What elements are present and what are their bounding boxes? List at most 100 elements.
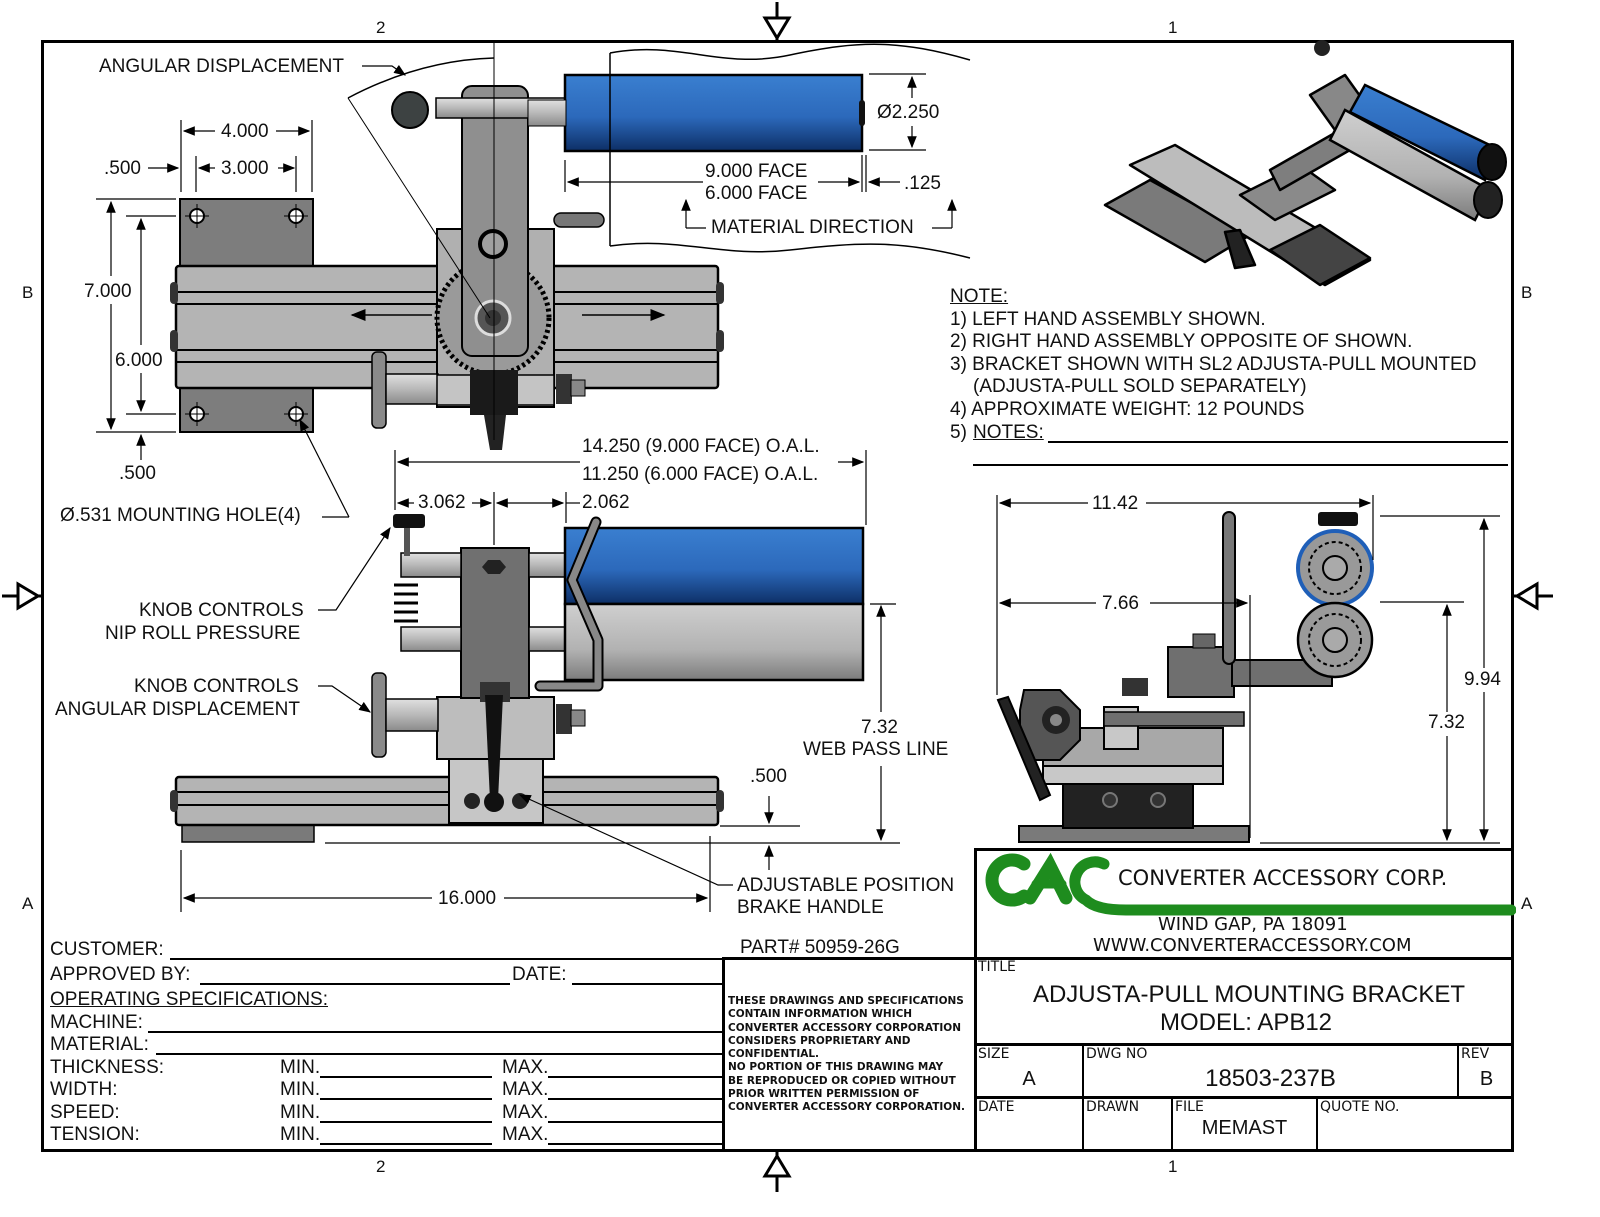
confidential-line: CONTAIN INFORMATION WHICH — [728, 1008, 913, 1021]
note-item-5-prefix: 5) — [950, 422, 967, 443]
company-website[interactable]: WWW.CONVERTERACCESSORY.COM — [1093, 935, 1412, 956]
note-item-5-label: NOTES: — [973, 422, 1044, 443]
nip-pressure-knob — [393, 514, 425, 528]
spec-label-thickness: THICKNESS: — [50, 1057, 165, 1078]
spec-label-tension: TENSION: — [50, 1124, 140, 1145]
spec-max-label: MAX. — [502, 1102, 549, 1123]
confidential-line: CONVERTER ACCESSORY CORPORATION. — [728, 1101, 965, 1114]
drawing-title-line2: MODEL: APB12 — [1159, 1009, 1333, 1036]
rev-value: B — [1479, 1068, 1494, 1090]
dim-oal-9000: 14.250 (9.000 FACE) O.A.L. — [582, 436, 820, 457]
zone-marker-bottom-2: 2 — [376, 1157, 386, 1176]
company-address: WIND GAP, PA 18091 — [1158, 914, 1348, 935]
zone-marker-right-b: B — [1521, 283, 1533, 302]
drawn-label: DRAWN — [1086, 1099, 1140, 1115]
notes-heading: NOTE: — [950, 286, 1009, 307]
confidential-top-rule — [722, 957, 975, 960]
title-label: TITLE — [978, 959, 1016, 975]
part-number: PART# 50959-26G — [740, 937, 900, 958]
spec-min-field[interactable] — [320, 1098, 492, 1100]
spec-max-field[interactable] — [548, 1143, 722, 1145]
operating-specs-heading: OPERATING SPECIFICATIONS: — [50, 989, 328, 1010]
approved-by-field-line[interactable] — [200, 983, 510, 985]
dim-face-6000: 6.000 FACE — [705, 183, 808, 204]
confidential-line: NO PORTION OF THIS DRAWING MAY — [728, 1061, 944, 1074]
drawing-frame — [41, 40, 1514, 1152]
spec-min-label: MIN. — [280, 1124, 321, 1145]
spec-min-field[interactable] — [320, 1121, 492, 1123]
spec-max-label: MAX. — [502, 1079, 549, 1100]
confidential-line: CONVERTER ACCESSORY CORPORATION — [728, 1021, 961, 1034]
front-roll-gray — [563, 602, 865, 682]
zone-marker-top-1: 1 — [1168, 18, 1178, 37]
zone-marker-top-2: 2 — [376, 18, 386, 37]
zone-marker-bottom-1: 1 — [1168, 1157, 1178, 1176]
date-cell-label: DATE — [978, 1099, 1015, 1115]
note-item: 4) APPROXIMATE WEIGHT: 12 POUNDS — [950, 399, 1305, 420]
label-brake-1: ADJUSTABLE POSITION — [737, 875, 955, 896]
side-roll-gray — [1296, 601, 1374, 679]
note-item: 2) RIGHT HAND ASSEMBLY OPPOSITE OF SHOWN… — [950, 331, 1413, 352]
note-item: 1) LEFT HAND ASSEMBLY SHOWN. — [950, 309, 1266, 330]
note-item: (ADJUSTA-PULL SOLD SEPARATELY) — [973, 376, 1307, 397]
dim-16000: 16.000 — [438, 888, 497, 909]
iso-roll-gray — [1328, 108, 1503, 222]
note-item: 3) BRACKET SHOWN WITH SL2 ADJUSTA-PULL M… — [950, 354, 1477, 375]
dim-1142: 11.42 — [1092, 493, 1139, 514]
spec-max-field[interactable] — [548, 1121, 722, 1123]
label-brake-2: BRAKE HANDLE — [737, 897, 884, 918]
label-web-pass-line: WEB PASS LINE — [803, 739, 949, 760]
side-brake-handle — [1222, 511, 1236, 665]
notes-blank-line — [1048, 441, 1508, 443]
dim-2062: 2.062 — [582, 492, 630, 513]
customer-label: CUSTOMER: — [50, 939, 164, 960]
confidential-line: CONFIDENTIAL. — [728, 1048, 820, 1061]
spec-max-field[interactable] — [548, 1076, 722, 1078]
dwg-no-label: DWG NO — [1086, 1046, 1148, 1062]
dim-4000: 4.000 — [221, 121, 269, 142]
top-knob — [391, 91, 429, 129]
center-arrow-left-icon — [2, 581, 41, 611]
date-field-line[interactable] — [572, 983, 722, 985]
dim-125: .125 — [904, 173, 941, 194]
file-label: FILE — [1175, 1099, 1204, 1115]
dim-3000: 3.000 — [221, 158, 269, 179]
date-label: DATE: — [512, 964, 567, 985]
spec-min-field[interactable] — [320, 1143, 492, 1145]
label-angular-displacement: ANGULAR DISPLACEMENT — [99, 56, 344, 77]
size-label: SIZE — [978, 1046, 1010, 1062]
drawing-title-line1: ADJUSTA-PULL MOUNTING BRACKET — [1032, 981, 1466, 1008]
label-knob-nip-1: KNOB CONTROLS — [139, 600, 304, 621]
center-arrow-top-icon — [762, 2, 792, 41]
dim-6000: 6.000 — [115, 350, 163, 371]
confidential-line: BE REPRODUCED OR COPIED WITHOUT — [728, 1074, 956, 1087]
confidential-line: PRIOR WRITTEN PERMISSION OF — [728, 1088, 920, 1101]
zone-marker-right-a: A — [1521, 894, 1533, 913]
approved-by-label: APPROVED BY: — [50, 964, 191, 985]
center-arrow-bottom-icon — [762, 1152, 792, 1192]
machine-field-line[interactable] — [148, 1031, 722, 1033]
dim-732-side: 7.32 — [1428, 712, 1465, 733]
center-arrow-right-icon — [1514, 581, 1553, 611]
machine-label: MACHINE: — [50, 1012, 143, 1033]
spec-max-label: MAX. — [502, 1057, 549, 1078]
dim-face-9000: 9.000 FACE — [705, 161, 808, 182]
dim-roll-diameter: Ø2.250 — [877, 102, 940, 123]
spec-min-label: MIN. — [280, 1102, 321, 1123]
company-name: CONVERTER ACCESSORY CORP. — [1118, 866, 1448, 890]
notes-blank-line — [973, 464, 1508, 466]
dim-3062: 3.062 — [418, 492, 466, 513]
size-value: A — [1022, 1068, 1036, 1090]
spec-max-field[interactable] — [548, 1098, 722, 1100]
confidential-notice: THESE DRAWINGS AND SPECIFICATIONS CONTAI… — [728, 995, 965, 1115]
dim-766: 7.66 — [1102, 593, 1139, 614]
customer-field-line[interactable] — [170, 958, 722, 960]
spec-min-field[interactable] — [320, 1076, 492, 1078]
dim-500-bottom: .500 — [119, 463, 156, 484]
material-field-line[interactable] — [156, 1053, 722, 1055]
dwg-no-value: 18503-237B — [1205, 1065, 1336, 1092]
